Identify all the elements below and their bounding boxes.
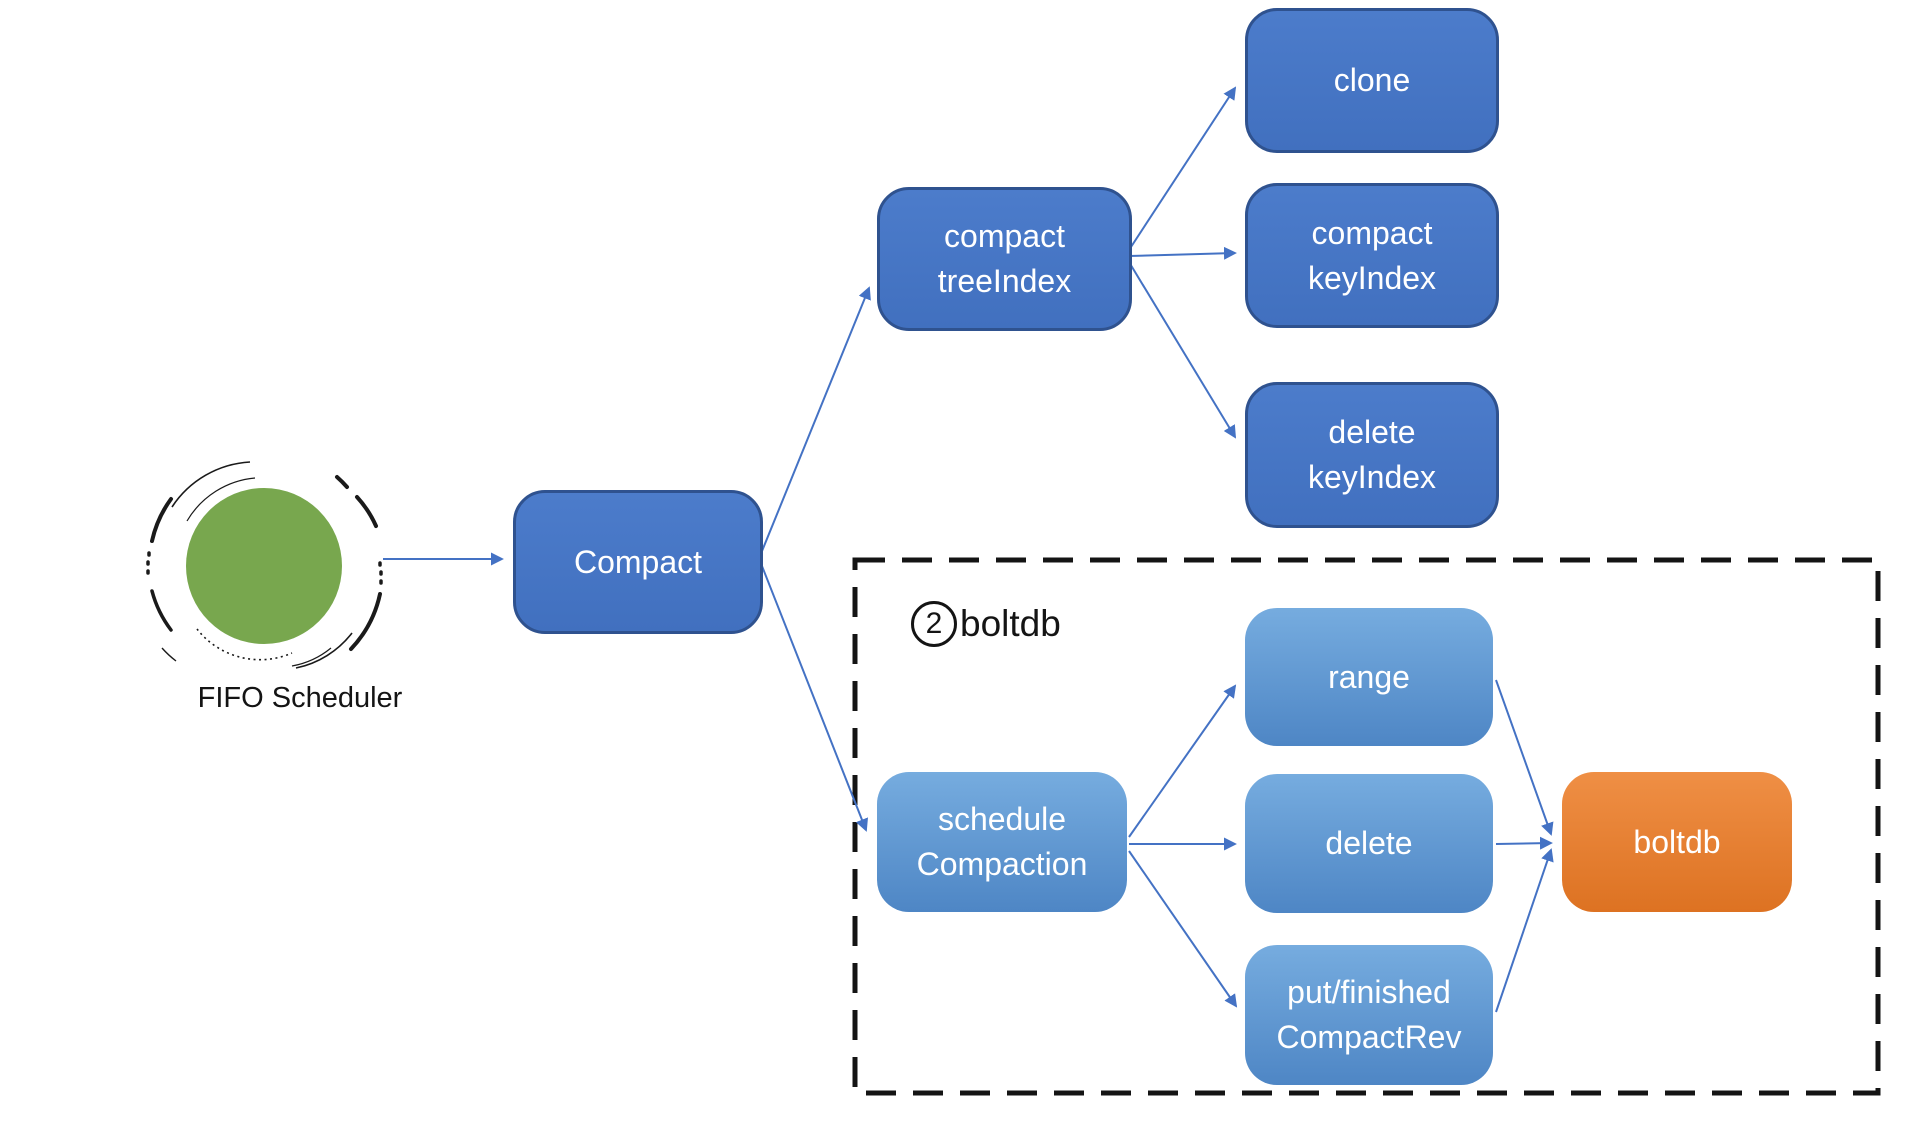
edge-compact-tree-index-clone — [1128, 86, 1237, 251]
node-put-finished-compact-rev: put/finished CompactRev — [1245, 945, 1493, 1085]
fifo-scheduler-node — [186, 488, 342, 644]
node-boltdb-label: boltdb — [1633, 823, 1721, 860]
edge-schedule-compaction-put-finished — [1128, 850, 1238, 1008]
node-compact: Compact — [513, 490, 763, 634]
node-range-label: range — [1328, 658, 1410, 695]
node-delete: delete — [1245, 774, 1493, 913]
node-schedule-compaction: schedule Compaction — [877, 772, 1127, 912]
node-delete-label: delete — [1325, 825, 1413, 862]
edge-range-boltdb — [1495, 679, 1554, 836]
node-compact-key-index-label: compact keyIndex — [1307, 214, 1437, 296]
boltdb-group-text: boltdb — [960, 603, 1061, 644]
node-put-finished-compact-rev-label: put/finished CompactRev — [1276, 974, 1462, 1055]
boltdb-group-border — [852, 557, 1881, 1096]
edge-compact-tree-index-compact-key-index — [1128, 246, 1237, 260]
node-schedule-compaction-label: schedule Compaction — [916, 801, 1088, 882]
edge-compact-schedule-compaction — [759, 560, 868, 832]
edges — [383, 86, 1554, 1013]
node-clone-label: clone — [1333, 62, 1411, 99]
edge-compact-compact-tree-index — [759, 286, 871, 557]
node-clone: clone — [1245, 8, 1499, 153]
node-compact-key-index: compact keyIndex — [1245, 183, 1499, 328]
node-delete-key-index: delete keyIndex — [1245, 382, 1499, 528]
step-2-badge: 2 — [911, 601, 957, 647]
edge-put-finished-boltdb — [1495, 848, 1554, 1013]
node-range: range — [1245, 608, 1493, 746]
node-delete-key-index-label: delete keyIndex — [1307, 414, 1437, 495]
scheduler-sketch-arcs — [146, 461, 383, 669]
node-compact-tree-index-label: compact treeIndex — [937, 218, 1072, 299]
edge-delete-boltdb — [1495, 836, 1553, 850]
node-compact-label: Compact — [573, 543, 703, 580]
fifo-scheduler-label: FIFO Scheduler — [197, 682, 403, 714]
node-compact-tree-index: compact treeIndex — [877, 187, 1132, 331]
boltdb-group-label: 2 boltdb — [911, 601, 1061, 647]
node-boltdb: boltdb — [1562, 772, 1792, 912]
edge-schedule-compaction-range — [1128, 684, 1237, 838]
edge-compact-tree-index-delete-key-index — [1128, 261, 1237, 439]
